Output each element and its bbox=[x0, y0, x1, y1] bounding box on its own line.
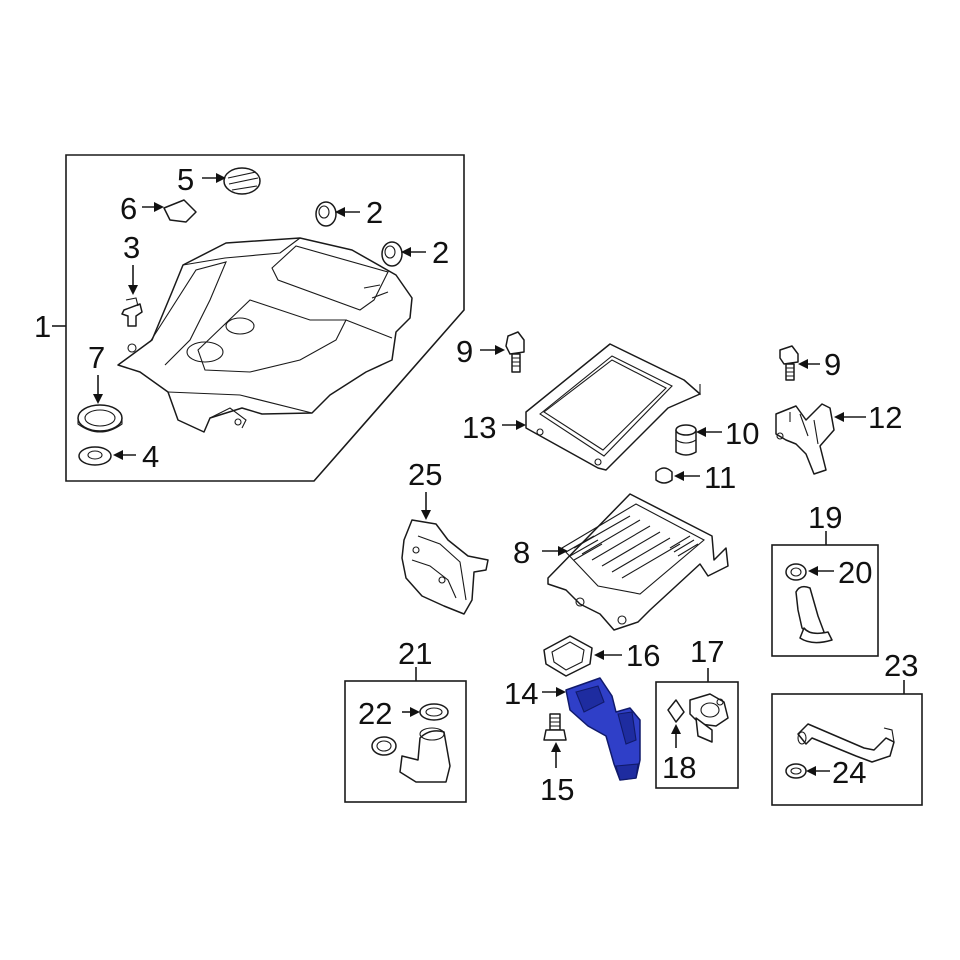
clamp-part-24[interactable] bbox=[785, 763, 807, 779]
outlet-duct-part-14-highlighted[interactable] bbox=[565, 677, 641, 781]
intercooler-cover-part-13[interactable] bbox=[525, 343, 701, 471]
callout-19: 19 bbox=[808, 500, 842, 535]
bolt-part-15[interactable] bbox=[543, 713, 567, 741]
bracket-part-12[interactable] bbox=[775, 403, 835, 475]
hose-part-19[interactable] bbox=[795, 585, 833, 644]
callout-10: 10 bbox=[725, 416, 759, 451]
callout-7: 7 bbox=[88, 340, 105, 375]
group-box-19 bbox=[771, 544, 879, 657]
seal-part-6[interactable] bbox=[163, 199, 197, 223]
callout-9b: 9 bbox=[824, 347, 841, 382]
callout-18: 18 bbox=[662, 750, 696, 785]
callout-9a: 9 bbox=[456, 334, 473, 369]
bushing-part-10[interactable] bbox=[675, 424, 697, 456]
callout-14: 14 bbox=[504, 676, 538, 711]
engine-cover[interactable] bbox=[117, 237, 413, 433]
callout-2b: 2 bbox=[432, 235, 449, 270]
callout-11: 11 bbox=[704, 460, 736, 495]
hose-part-21[interactable] bbox=[371, 727, 451, 783]
air-duct-part-25[interactable] bbox=[401, 519, 489, 615]
callout-8: 8 bbox=[513, 535, 530, 570]
clip-part-3[interactable] bbox=[121, 297, 143, 327]
clamp-part-22[interactable] bbox=[419, 703, 449, 721]
cap-part-5[interactable] bbox=[223, 167, 261, 195]
callout-1: 1 bbox=[34, 309, 51, 344]
bolt-part-9-left[interactable] bbox=[505, 331, 525, 373]
callout-12: 12 bbox=[868, 400, 902, 435]
callout-22: 22 bbox=[358, 696, 392, 731]
callout-6: 6 bbox=[120, 191, 137, 226]
callout-20: 20 bbox=[838, 555, 872, 590]
callout-17: 17 bbox=[690, 634, 724, 669]
callout-13: 13 bbox=[462, 410, 496, 445]
tube-part-23[interactable] bbox=[797, 723, 895, 763]
grommet-part-2-upper[interactable] bbox=[315, 201, 337, 227]
callout-21: 21 bbox=[398, 636, 432, 671]
washer-part-4[interactable] bbox=[78, 446, 112, 466]
group-box-1 bbox=[65, 154, 465, 482]
gasket-part-18[interactable] bbox=[667, 699, 685, 723]
intercooler-part-8[interactable] bbox=[547, 493, 729, 631]
callout-3: 3 bbox=[123, 230, 140, 265]
callout-23: 23 bbox=[884, 648, 918, 683]
grommet-part-2-lower[interactable] bbox=[381, 241, 403, 267]
callout-2a: 2 bbox=[366, 195, 383, 230]
callout-25: 25 bbox=[408, 457, 442, 492]
clamp-part-20[interactable] bbox=[785, 563, 807, 581]
grommet-part-11[interactable] bbox=[655, 467, 673, 484]
group-box-21 bbox=[344, 680, 467, 803]
ring-part-7[interactable] bbox=[77, 404, 123, 433]
bolt-part-9-right[interactable] bbox=[779, 345, 799, 381]
callout-15: 15 bbox=[540, 772, 574, 807]
group-box-23 bbox=[771, 693, 923, 806]
group-box-17 bbox=[655, 681, 739, 789]
callout-16: 16 bbox=[626, 638, 660, 673]
valve-part-17[interactable] bbox=[689, 693, 729, 743]
callout-4: 4 bbox=[142, 439, 159, 474]
callout-5: 5 bbox=[177, 162, 194, 197]
callout-24: 24 bbox=[832, 755, 866, 790]
gasket-part-16[interactable] bbox=[543, 635, 593, 677]
